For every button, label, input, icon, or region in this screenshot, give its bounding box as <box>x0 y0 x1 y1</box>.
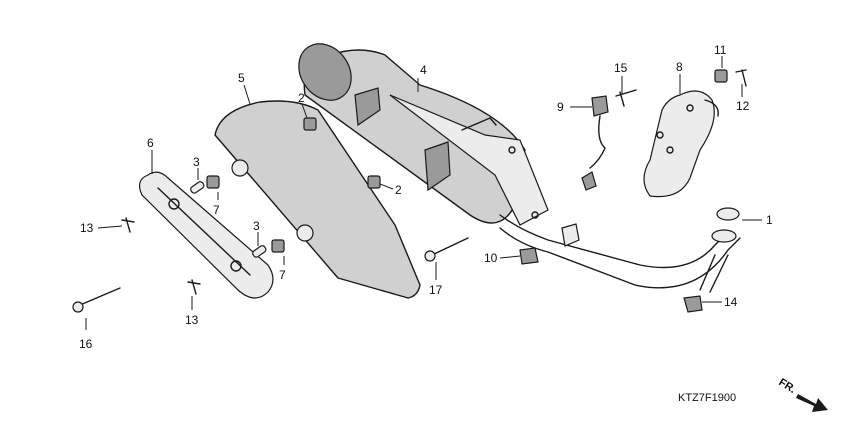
nut-2b <box>367 175 381 189</box>
leader-lines <box>85 56 762 330</box>
callout-label: 9 <box>557 100 564 114</box>
callout-label: 12 <box>736 99 750 113</box>
callout-label: 7 <box>279 268 286 282</box>
heat-shield <box>214 100 421 299</box>
nut-11 <box>714 69 728 83</box>
collar-3b <box>252 245 267 258</box>
callout-label: 7 <box>213 203 220 217</box>
callout-label: 13 <box>185 313 199 327</box>
callout-label: 2 <box>395 183 402 197</box>
callout-label: 16 <box>79 337 93 351</box>
callout-label: 10 <box>484 251 498 265</box>
bolt-16 <box>79 287 121 306</box>
bolt-17 <box>431 237 469 256</box>
grommet-7a <box>206 175 220 189</box>
bolt-13a <box>121 217 135 233</box>
callout-label: 4 <box>420 63 427 77</box>
heat-shield-bracket <box>138 171 274 299</box>
nut-2a <box>303 117 317 131</box>
callout-label: 8 <box>676 60 683 74</box>
bolt-12 <box>735 69 747 87</box>
callout-label: 11 <box>714 43 727 57</box>
front-label: FR. <box>776 376 797 396</box>
exhaust-pipe <box>499 214 741 293</box>
callout-labels: 1 2 2 3 3 4 5 6 7 7 8 9 10 11 12 13 13 1… <box>79 43 773 351</box>
bolt-15 <box>615 89 637 107</box>
diagram-code: KTZ7F1900 <box>678 392 737 404</box>
front-direction-indicator: FR. <box>776 376 828 412</box>
callout-label: 15 <box>614 61 628 75</box>
bolt-13b <box>187 279 201 295</box>
grommet-7b <box>271 239 285 253</box>
muffler-protector <box>643 90 719 198</box>
oxygen-sensor <box>581 95 609 191</box>
callout-label: 3 <box>193 155 200 169</box>
bolt-14 <box>683 295 703 313</box>
clamp-10 <box>519 247 539 265</box>
callout-label: 6 <box>147 136 154 150</box>
callout-label: 17 <box>429 283 443 297</box>
callout-label: 1 <box>766 213 773 227</box>
callout-label: 3 <box>253 219 260 233</box>
collar-3a <box>190 181 205 194</box>
callout-label: 5 <box>238 71 245 85</box>
fasteners <box>72 69 747 313</box>
muffler-body <box>298 43 549 226</box>
front-arrow-icon <box>796 394 828 412</box>
callout-label: 13 <box>80 221 94 235</box>
callout-label: 14 <box>724 295 738 309</box>
callout-label: 2 <box>298 91 305 105</box>
gasket-1 <box>716 207 740 221</box>
